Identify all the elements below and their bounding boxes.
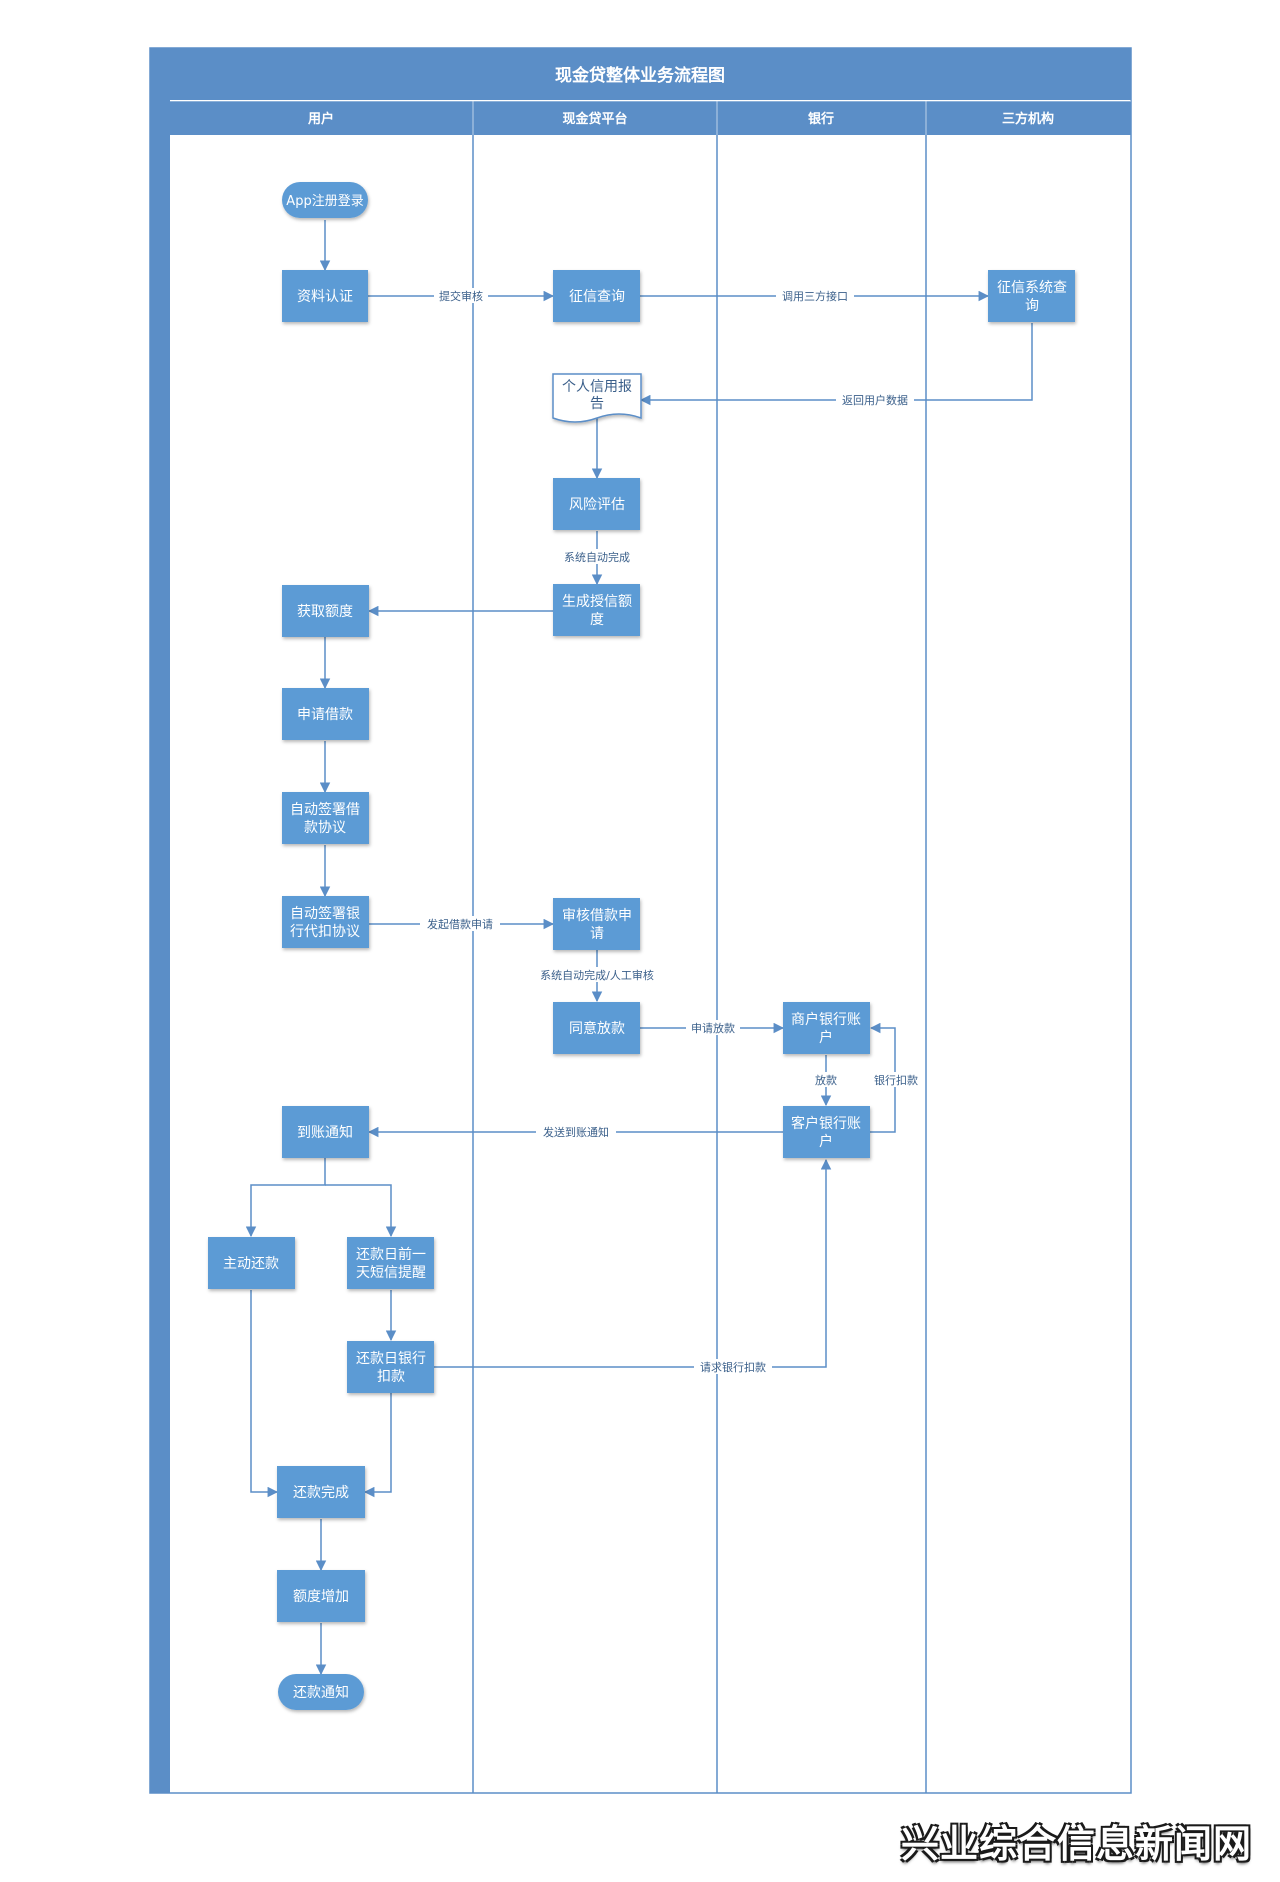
svg-text:商户银行账: 商户银行账 (791, 1011, 861, 1028)
node-repay-done: 还款完成 (277, 1466, 365, 1518)
edge-labels: 提交审核 调用三方接口 返回用户数据 系统自动完成 发起借款申请 系统自动完成/… (420, 288, 922, 1374)
svg-text:到账通知: 到账通知 (297, 1124, 353, 1141)
svg-text:审核借款申: 审核借款申 (562, 908, 632, 924)
label-call-third-api: 调用三方接口 (782, 289, 848, 303)
svg-text:自动签署借: 自动签署借 (290, 801, 360, 818)
edge-arrival-to-sms (325, 1184, 397, 1238)
label-initiate-loan: 发起借款申请 (427, 917, 493, 931)
node-auto-sign-loan: 自动签署借 款协议 (282, 792, 369, 844)
node-customer-account: 客户银行账 户 (783, 1106, 870, 1158)
svg-text:行代扣协议: 行代扣协议 (290, 924, 360, 940)
svg-text:客户银行账: 客户银行账 (791, 1115, 861, 1132)
site-watermark: 兴业综合信息新闻网 (900, 1822, 1252, 1866)
svg-text:获取额度: 获取额度 (297, 604, 353, 620)
label-auto-complete: 系统自动完成 (564, 550, 630, 564)
svg-text:询: 询 (1025, 298, 1039, 314)
node-risk-evaluation: 风险评估 (553, 478, 640, 530)
svg-text:还款日银行: 还款日银行 (356, 1351, 426, 1367)
svg-text:度: 度 (590, 612, 604, 628)
lane-label-user: 用户 (307, 111, 334, 127)
edge-active-to-done (250, 1290, 279, 1498)
svg-text:主动还款: 主动还款 (223, 1256, 279, 1272)
lane-label-third-party: 三方机构 (1002, 111, 1054, 127)
label-apply-disburse: 申请放款 (691, 1021, 735, 1035)
node-sms-reminder: 还款日前一 天短信提醒 (347, 1237, 434, 1289)
svg-text:款协议: 款协议 (304, 820, 346, 836)
label-submit-review: 提交审核 (439, 289, 483, 303)
node-credit-report: 个人信用报 告 (552, 373, 642, 423)
svg-text:个人信用报: 个人信用报 (562, 379, 632, 395)
node-review-loan: 审核借款申 请 (553, 898, 640, 950)
node-apply-loan: 申请借款 (282, 688, 369, 740)
svg-text:扣款: 扣款 (377, 1369, 405, 1385)
svg-text:还款完成: 还款完成 (293, 1485, 349, 1501)
svg-text:自动签署银: 自动签署银 (290, 905, 360, 922)
node-generate-credit-limit: 生成授信额 度 (553, 584, 640, 636)
node-approve-loan: 同意放款 (553, 1002, 640, 1054)
diagram-title: 现金贷整体业务流程图 (555, 65, 725, 86)
svg-text:征信系统查: 征信系统查 (997, 280, 1067, 296)
lane-label-bank: 银行 (808, 111, 834, 127)
node-credit-query: 征信查询 (553, 270, 640, 322)
svg-text:告: 告 (590, 396, 604, 412)
label-disburse: 放款 (815, 1073, 837, 1087)
label-request-deduct: 请求银行扣款 (700, 1360, 766, 1374)
node-active-repay: 主动还款 (208, 1237, 295, 1289)
svg-text:请: 请 (590, 926, 604, 942)
label-send-arrival: 发送到账通知 (543, 1125, 609, 1139)
node-bank-deduct: 还款日银行 扣款 (347, 1341, 434, 1393)
svg-text:生成授信额: 生成授信额 (562, 594, 632, 610)
node-get-limit: 获取额度 (282, 585, 369, 637)
left-pool-bar (150, 100, 170, 1793)
svg-text:户: 户 (819, 1133, 833, 1150)
edge-deduct-to-done (363, 1393, 392, 1498)
label-auto-or-manual: 系统自动完成/人工审核 (540, 968, 654, 982)
label-bank-deduction: 银行扣款 (874, 1073, 918, 1087)
svg-text:户: 户 (819, 1029, 833, 1046)
node-repay-notice: 还款通知 (278, 1674, 364, 1710)
svg-text:风险评估: 风险评估 (569, 497, 625, 513)
node-arrival-notice: 到账通知 (282, 1106, 369, 1158)
node-credit-system-query: 征信系统查 询 (988, 270, 1075, 322)
edge-deduct-to-customer (434, 1158, 832, 1368)
node-merchant-account: 商户银行账 户 (783, 1002, 870, 1054)
svg-text:还款通知: 还款通知 (293, 1684, 349, 1701)
svg-text:App注册登录: App注册登录 (286, 194, 363, 209)
edge-arrival-to-active (245, 1158, 326, 1238)
nodes: App注册登录 资料认证 征信查询 征信系统查 询 个人信用报 告 风险评估 生… (208, 182, 1075, 1710)
label-return-user-data: 返回用户数据 (842, 393, 908, 407)
lane-label-platform: 现金贷平台 (562, 111, 627, 127)
node-limit-increase: 额度增加 (277, 1570, 365, 1622)
svg-text:申请借款: 申请借款 (297, 707, 353, 723)
node-auto-sign-bank: 自动签署银 行代扣协议 (282, 896, 369, 948)
node-app-login: App注册登录 (282, 182, 368, 218)
svg-text:征信查询: 征信查询 (569, 289, 625, 305)
title-bar (150, 48, 1131, 100)
edge-third-party-to-report (639, 323, 1033, 406)
node-profile-auth: 资料认证 (282, 270, 368, 322)
lane-header-bar (170, 101, 1131, 135)
svg-text:额度增加: 额度增加 (293, 1589, 349, 1605)
svg-text:还款日前一: 还款日前一 (356, 1246, 426, 1263)
svg-text:同意放款: 同意放款 (569, 1020, 625, 1037)
svg-text:天短信提醒: 天短信提醒 (356, 1265, 426, 1281)
svg-text:资料认证: 资料认证 (297, 289, 353, 305)
